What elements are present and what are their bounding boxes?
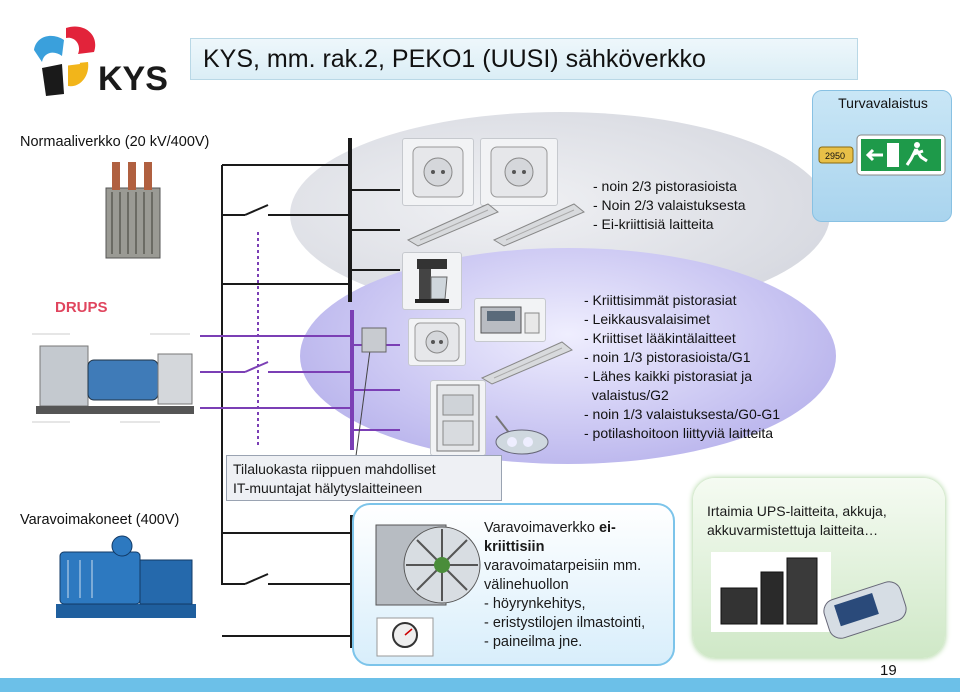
- ceiling-lamp-icon: [406, 203, 499, 247]
- socket-image: [480, 138, 558, 206]
- list-item: - noin 1/3 valaistuksesta/G0-G1: [584, 406, 781, 422]
- pressure-gauge-icon: [376, 617, 434, 657]
- ups-unit-icon: [711, 552, 831, 632]
- list-item: - höyrynkehitys,: [484, 596, 586, 612]
- title-banner: KYS, mm. rak.2, PEKO1 (UUSI) sähköverkko: [190, 38, 858, 80]
- ups-box: Irtaimia UPS-laitteita, akkuja, akkuvarm…: [693, 478, 945, 658]
- surgical-light-icon: [495, 415, 549, 455]
- backup-network-text: Varavoimaverkko ei- kriittisiin varavoim…: [484, 519, 645, 652]
- callout-line: Tilaluokasta riippuen mahdolliset: [233, 461, 436, 477]
- list-item: - noin 2/3 pistorasioista: [593, 178, 737, 194]
- it-transformer-icon: [361, 327, 387, 353]
- breaker-switch: [244, 204, 269, 216]
- list-item: - Kriittiset lääkintälaitteet: [584, 330, 736, 346]
- fan-icon: [375, 524, 481, 606]
- logo-text: KYS: [98, 60, 168, 98]
- list-item: - Ei-kriittisiä laitteita: [593, 216, 714, 232]
- page-title: KYS, mm. rak.2, PEKO1 (UUSI) sähköverkko: [203, 45, 706, 73]
- list-item: - Kriittisimmät pistorasiat: [584, 292, 737, 308]
- kys-logo: KYS: [28, 24, 178, 114]
- backup-network-line: kriittisiin: [484, 539, 545, 555]
- drups-machine-icon: [30, 326, 200, 430]
- backup-network-line: välinehuollon: [484, 577, 569, 593]
- exit-sign-icon: 2950: [818, 134, 946, 176]
- coffee-maker-image: [402, 252, 462, 310]
- emergency-lighting-label: Turvavalaistus: [838, 95, 928, 111]
- list-item: - eristystilojen ilmastointi,: [484, 615, 646, 631]
- backup-network-line: Varavoimaverkko ei-: [484, 520, 616, 536]
- transformer-icon: [105, 162, 161, 259]
- ups-line: akkuvarmistettuja laitteita…: [707, 522, 879, 538]
- medical-monitor-icon: [480, 306, 540, 334]
- list-item: - Noin 2/3 valaistuksesta: [593, 197, 746, 213]
- backup-generators-label: Varavoimakoneet (400V): [20, 512, 180, 528]
- portable-ultrasound-icon: [823, 581, 907, 639]
- sterilizer-image: [430, 380, 486, 456]
- backup-network-line: varavoimatarpeisiin mm.: [484, 558, 642, 574]
- critical-network-ellipse: [300, 248, 836, 464]
- it-transformer-callout: Tilaluokasta riippuen mahdolliset IT-muu…: [226, 455, 502, 501]
- page-number: 19: [880, 662, 897, 679]
- generator-icon: [56, 535, 196, 618]
- socket-icon: [412, 146, 464, 198]
- socket-icon: [414, 322, 460, 362]
- backup-network-box: Varavoimaverkko ei- kriittisiin varavoim…: [352, 503, 675, 666]
- critical-network-list: - Kriittisimmät pistorasiat - Leikkausva…: [584, 291, 780, 443]
- emergency-lighting-box: Turvavalaistus 2950: [812, 90, 952, 222]
- ceiling-lamp-icon: [492, 203, 585, 247]
- ups-text: Irtaimia UPS-laitteita, akkuja, akkuvarm…: [707, 502, 887, 540]
- breaker-switch: [244, 573, 269, 585]
- svg-text:2950: 2950: [825, 151, 845, 161]
- sterilizer-icon: [436, 384, 480, 452]
- list-item: valaistus/G2: [584, 387, 669, 403]
- bottom-bar: [0, 678, 960, 692]
- list-item: - noin 1/3 pistorasioista/G1: [584, 349, 751, 365]
- normal-network-label: Normaaliverkko (20 kV/400V): [20, 134, 210, 150]
- ceiling-lamp-icon: [480, 341, 573, 385]
- socket-icon: [490, 146, 548, 198]
- list-item: - potilashoitoon liittyviä laitteita: [584, 425, 774, 441]
- drups-label: DRUPS: [55, 299, 108, 316]
- socket-image: [402, 138, 474, 206]
- normal-network-list: - noin 2/3 pistorasioista - Noin 2/3 val…: [593, 177, 746, 234]
- kys-cross-icon: [34, 26, 96, 96]
- list-item: - paineilma jne.: [484, 634, 583, 650]
- list-item: - Leikkausvalaisimet: [584, 311, 711, 327]
- list-item: - Lähes kaikki pistorasiat ja: [584, 368, 753, 384]
- coffee-maker-icon: [415, 259, 449, 303]
- medical-device-image: [474, 298, 546, 342]
- ups-line: Irtaimia UPS-laitteita, akkuja,: [707, 503, 887, 519]
- callout-line: IT-muuntajat hälytyslaitteineen: [233, 480, 423, 496]
- socket-image: [408, 318, 466, 366]
